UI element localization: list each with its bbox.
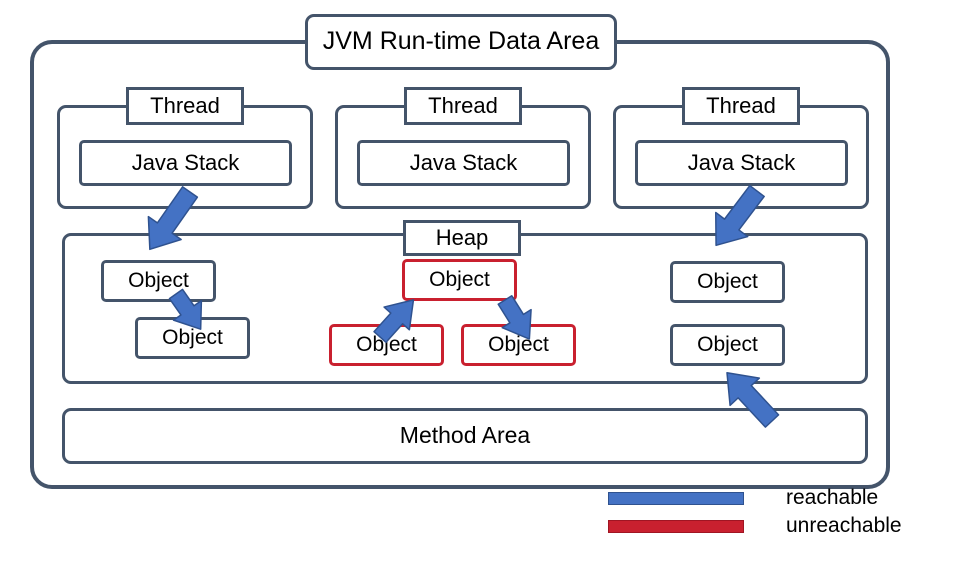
method-area-box: Method Area — [62, 408, 868, 464]
thread-label-2-text: Thread — [428, 92, 498, 118]
java-stack-2: Java Stack — [357, 140, 570, 186]
heap-object-b-left: Object — [329, 324, 444, 366]
java-stack-2-label: Java Stack — [409, 149, 518, 175]
page-title: JVM Run-time Data Area — [305, 14, 617, 70]
heap-label-text: Heap — [435, 224, 489, 250]
legend-label-unreachable: unreachable — [786, 514, 902, 537]
page-title-text: JVM Run-time Data Area — [322, 27, 600, 56]
legend: reachable unreachable — [608, 484, 908, 546]
heap-object-b-top: Object — [402, 259, 517, 301]
heap-object-c2: Object — [670, 324, 785, 366]
java-stack-1: Java Stack — [79, 140, 292, 186]
thread-label-1-text: Thread — [150, 92, 220, 118]
thread-label-3: Thread — [682, 87, 800, 125]
heap-object-c1: Object — [670, 261, 785, 303]
heap-object-a2-label: Object — [162, 326, 223, 350]
java-stack-3-label: Java Stack — [687, 149, 796, 175]
heap-object-c1-label: Object — [697, 270, 758, 294]
legend-swatch-unreachable — [608, 519, 744, 533]
legend-item-reachable: reachable — [608, 484, 908, 512]
method-area-label: Method Area — [399, 422, 531, 449]
heap-object-a1: Object — [101, 260, 216, 302]
thread-label-3-text: Thread — [706, 92, 776, 118]
legend-label-reachable: reachable — [786, 486, 879, 509]
java-stack-3: Java Stack — [635, 140, 848, 186]
heap-object-b-top-label: Object — [429, 268, 490, 292]
thread-label-2: Thread — [404, 87, 522, 125]
thread-label-1: Thread — [126, 87, 244, 125]
legend-item-unreachable: unreachable — [608, 512, 908, 540]
heap-object-c2-label: Object — [697, 333, 758, 357]
heap-object-b-right-label: Object — [488, 333, 549, 357]
heap-object-b-right: Object — [461, 324, 576, 366]
legend-swatch-reachable — [608, 491, 744, 505]
heap-object-a1-label: Object — [128, 269, 189, 293]
java-stack-1-label: Java Stack — [131, 149, 240, 175]
heap-object-a2: Object — [135, 317, 250, 359]
heap-label: Heap — [403, 220, 521, 256]
heap-object-b-left-label: Object — [356, 333, 417, 357]
